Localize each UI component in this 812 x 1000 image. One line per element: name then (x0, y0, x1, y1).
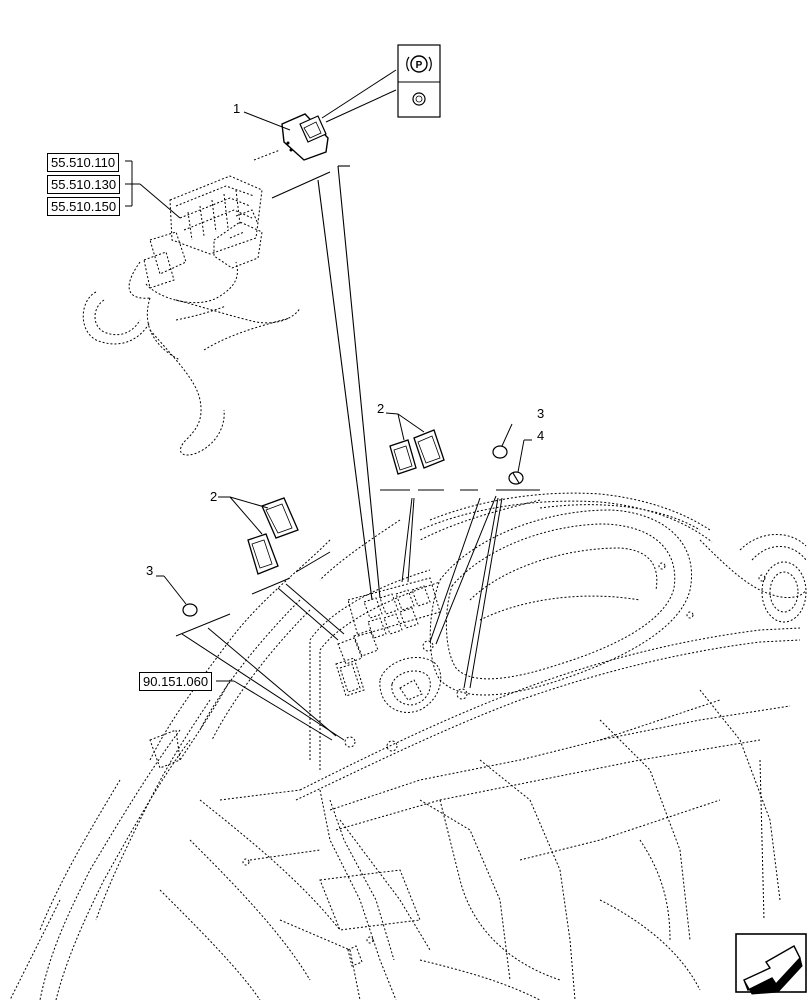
reference-box-55-510-110[interactable]: 55.510.110 (47, 153, 120, 172)
switch-pair-upper (389, 429, 445, 475)
cap-items (182, 445, 524, 617)
item-1-leaders (271, 165, 381, 601)
callout-item-2-lower: 2 (210, 489, 218, 504)
item-2-upper-leaders (380, 412, 444, 583)
callout-item-2-upper: 2 (377, 401, 385, 416)
callout-item-4: 4 (537, 428, 545, 443)
ref-d-leader (216, 680, 333, 741)
item-2-lower-leaders (218, 496, 345, 641)
parking-brake-icon: P (406, 55, 432, 73)
symbol-box: P (397, 44, 441, 118)
park-symbol-letter: P (416, 60, 423, 71)
wiring-harness (82, 175, 301, 456)
switch-pair-lower (247, 497, 299, 575)
reference-bracket (125, 160, 181, 219)
cap-leaders (156, 423, 540, 741)
cab-dashboard (9, 492, 807, 1000)
reference-box-90-151-060[interactable]: 90.151.060 (139, 672, 213, 691)
callout-item-3-lower: 3 (146, 563, 154, 578)
reference-box-55-510-150[interactable]: 55.510.150 (47, 197, 121, 216)
symbol-leader (321, 69, 397, 123)
navigation-arrow-icon (735, 933, 807, 995)
park-release-icon (412, 92, 426, 106)
callout-item-3-upper: 3 (537, 406, 545, 421)
rocker-switch-part (253, 113, 329, 161)
callout-item-1: 1 (233, 101, 241, 116)
reference-box-55-510-130[interactable]: 55.510.130 (47, 175, 121, 194)
